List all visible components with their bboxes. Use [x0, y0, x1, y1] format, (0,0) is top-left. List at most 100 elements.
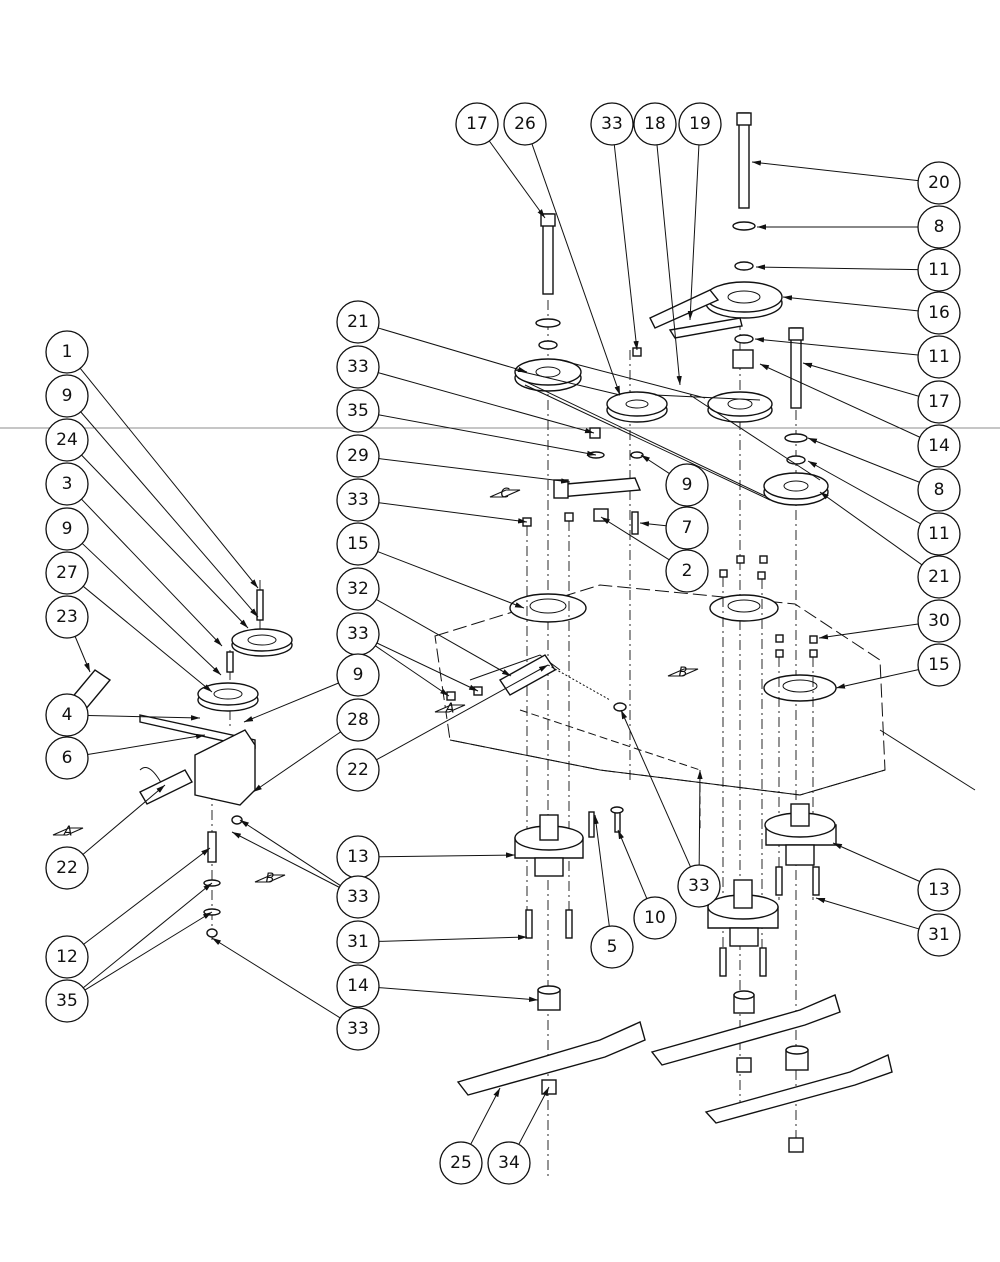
leader-line [832, 842, 921, 882]
leader-line [80, 411, 259, 618]
leader-line [639, 521, 667, 527]
callout-circle [917, 468, 961, 512]
callout-number: 28 [347, 710, 369, 730]
callout-bubble: 33 [336, 345, 380, 389]
callout-number: 33 [688, 876, 710, 896]
callout-circle [336, 522, 380, 566]
callout-circle [665, 463, 709, 507]
callout-circle [45, 507, 89, 551]
callout-bubble: 33 [336, 875, 380, 919]
leader-line [617, 829, 648, 899]
callout-number: 33 [347, 1019, 369, 1039]
callout-circle [336, 478, 380, 522]
leader-line [378, 372, 595, 434]
left-idler-assembly [68, 580, 293, 940]
leader-line [640, 454, 670, 474]
callout-circle [45, 979, 89, 1023]
callout-bubble: 21 [917, 555, 961, 599]
callout-number: 17 [466, 114, 488, 134]
bearing-plates [509, 512, 837, 960]
callout-circle [45, 935, 89, 979]
leader-line [518, 1086, 550, 1145]
callout-circle [633, 896, 677, 940]
leader-line [79, 368, 259, 589]
callout-bubble: 22 [45, 846, 89, 890]
callout-circle [45, 846, 89, 890]
callout-bubble: 29 [336, 434, 380, 478]
callout-number: 22 [56, 858, 78, 878]
callout-number: 20 [928, 173, 950, 193]
callout-bubble: 31 [336, 920, 380, 964]
callout-circle [633, 102, 677, 146]
callout-bubble: 10 [633, 896, 677, 940]
callout-number: 18 [644, 114, 666, 134]
leader-line [378, 852, 516, 858]
callout-number: 15 [928, 655, 950, 675]
callout-number: 9 [62, 386, 73, 406]
callout-circle [917, 380, 961, 424]
callout-circle [336, 434, 380, 478]
ref-letter: B [266, 872, 275, 887]
callout-number: 11 [928, 347, 950, 367]
leader-line [807, 437, 920, 483]
callout-circle [917, 599, 961, 643]
callout-number: 9 [62, 519, 73, 539]
leader-line [87, 733, 206, 756]
callout-bubble: 21 [336, 300, 380, 344]
callout-bubble: 8 [917, 468, 961, 512]
callout-bubble: 14 [336, 964, 380, 1008]
leader-line [378, 987, 539, 1002]
callout-number: 33 [347, 887, 369, 907]
leader-line [87, 714, 201, 721]
leader-line [807, 460, 921, 525]
callout-number: 3 [62, 474, 73, 494]
callout-circle [917, 248, 961, 292]
leader-line [755, 264, 919, 271]
leader-line [819, 491, 923, 566]
leader-line [74, 636, 91, 673]
callout-number: 22 [347, 760, 369, 780]
callout-number: 34 [498, 1153, 520, 1173]
callout-circle [665, 506, 709, 550]
callout-circle [336, 920, 380, 964]
callout-bubble: 23 [45, 595, 89, 639]
callout-bubble: 35 [45, 979, 89, 1023]
blades-and-spacers [456, 985, 893, 1153]
ref-letter: A [445, 702, 455, 717]
leader-line [82, 784, 166, 855]
callout-number: 33 [601, 114, 623, 134]
callout-circle [336, 389, 380, 433]
callout-bubble: 33 [590, 102, 634, 146]
callout-bubble: 11 [917, 248, 961, 292]
leader-line [377, 327, 528, 373]
callout-bubble: 17 [917, 380, 961, 424]
leader-line [751, 160, 919, 182]
callout-bubble: 8 [917, 205, 961, 249]
callout-bubble: 14 [917, 424, 961, 468]
callout-number: 1 [62, 342, 73, 362]
leader-line [375, 645, 450, 697]
callout-bubble: 25 [439, 1141, 483, 1185]
callout-circle [917, 205, 961, 249]
callout-circle [45, 595, 89, 639]
callout-circle [590, 102, 634, 146]
spindles [514, 803, 837, 977]
leader-line [818, 623, 919, 640]
callout-circle [917, 335, 961, 379]
callout-bubble: 27 [45, 551, 89, 595]
callout-bubble: 1 [45, 330, 89, 374]
callout-number: 8 [934, 217, 945, 237]
leader-line [759, 363, 921, 438]
leader-line [376, 642, 479, 692]
callout-bubble: 9 [45, 374, 89, 418]
callout-bubble: 30 [917, 599, 961, 643]
callout-circle [45, 374, 89, 418]
callout-bubble: 33 [677, 864, 721, 908]
callout-number: 17 [928, 392, 950, 412]
callout-bubble: 6 [45, 736, 89, 780]
leader-line [656, 144, 682, 386]
callout-bubble: 32 [336, 567, 380, 611]
callout-number: 29 [347, 446, 369, 466]
callout-circle [45, 418, 89, 462]
